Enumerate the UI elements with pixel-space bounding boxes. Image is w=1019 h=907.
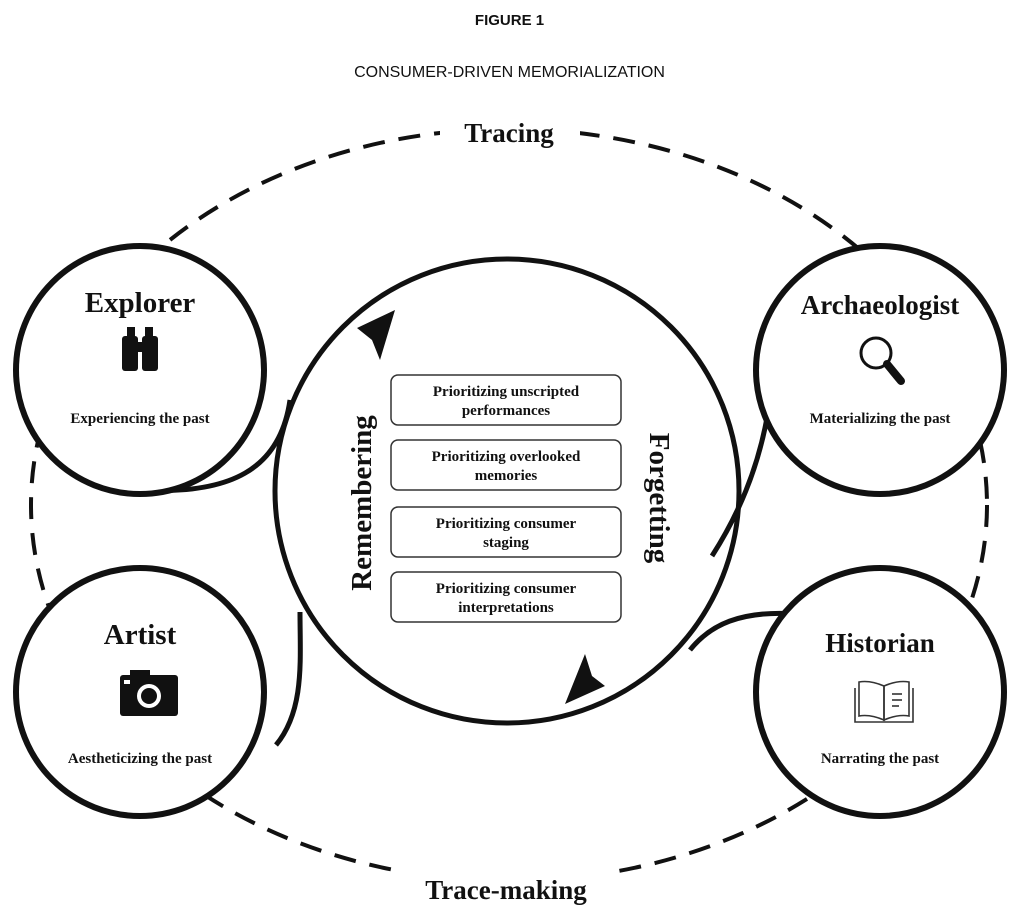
- center-box-2-line1: Prioritizing overlooked: [432, 449, 581, 465]
- artist-title: Artist: [104, 619, 177, 651]
- center-box-3-line2: staging: [483, 535, 529, 551]
- forgetting-label: Forgetting: [643, 433, 675, 564]
- center-box-3-line1: Prioritizing consumer: [436, 516, 577, 532]
- magnifier-icon: [859, 336, 905, 385]
- center-box-1-line1: Prioritizing unscripted: [433, 384, 580, 400]
- center-box-1-line2: performances: [462, 403, 550, 419]
- archaeologist-node: Archaeologist Materializing the past: [753, 243, 1007, 497]
- remembering-label: Remembering: [346, 415, 378, 591]
- figure-number: FIGURE 1: [474, 12, 545, 29]
- book-icon: [854, 680, 914, 723]
- artist-connector: [274, 611, 303, 747]
- historian-connector: [688, 610, 798, 652]
- historian-node: Historian Narrating the past: [753, 565, 1007, 819]
- artist-subtitle: Aestheticizing the past: [68, 751, 212, 767]
- center-box-2-line2: memories: [475, 468, 538, 484]
- explorer-node: Explorer Experiencing the past: [13, 243, 267, 497]
- center-box-4-line2: interpretations: [458, 600, 554, 616]
- trace-making-label: Trace-making: [425, 875, 587, 905]
- binoculars-icon: [122, 327, 158, 371]
- arrowhead-top-left: [357, 310, 395, 360]
- archaeologist-subtitle: Materializing the past: [810, 411, 951, 427]
- explorer-title: Explorer: [85, 287, 196, 319]
- figure-title: CONSUMER-DRIVEN MEMORIALIZATION: [354, 64, 665, 81]
- explorer-subtitle: Experiencing the past: [70, 411, 209, 427]
- tracing-label: Tracing: [464, 118, 554, 148]
- historian-title: Historian: [825, 628, 935, 658]
- artist-node: Artist Aestheticizing the past: [13, 565, 267, 819]
- center-box-4-line1: Prioritizing consumer: [436, 581, 577, 597]
- archaeologist-title: Archaeologist: [801, 290, 959, 320]
- camera-icon: [120, 670, 178, 716]
- tracing-label-bg: [440, 112, 580, 152]
- historian-subtitle: Narrating the past: [821, 751, 939, 767]
- center-box-3: Prioritizing consumer staging: [390, 506, 622, 558]
- center-box-4: Prioritizing consumer interpretations: [390, 571, 622, 623]
- center-box-1: Prioritizing unscripted performances: [390, 374, 622, 426]
- trace-making-label-bg: [398, 866, 613, 906]
- arrowhead-bottom-right: [565, 654, 605, 704]
- center-box-2: Prioritizing overlooked memories: [390, 439, 622, 491]
